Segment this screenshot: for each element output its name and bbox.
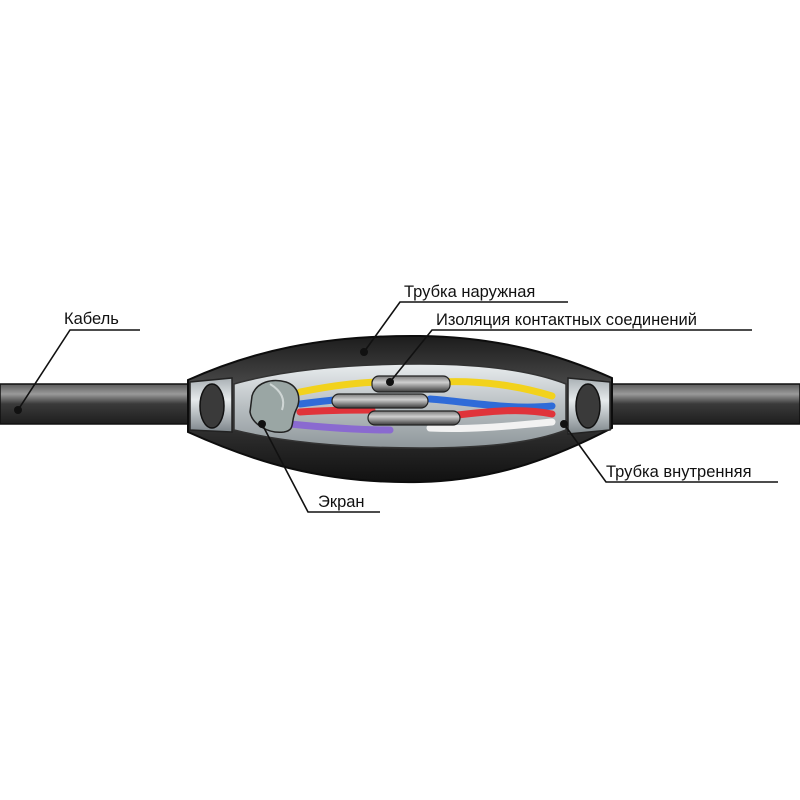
wire-white-right bbox=[426, 418, 556, 433]
connector-top bbox=[371, 375, 451, 393]
leader-contact-insulation bbox=[389, 329, 752, 383]
wire-blue-right bbox=[426, 395, 556, 411]
wire-purple-left bbox=[286, 420, 394, 434]
dot-cable bbox=[14, 406, 22, 414]
label-screen: Экран bbox=[318, 493, 365, 511]
dot-contact-insulation bbox=[386, 378, 394, 386]
leader-cable bbox=[17, 329, 140, 411]
dot-inner-tube bbox=[560, 420, 568, 428]
leader-outer-tube bbox=[363, 301, 568, 353]
label-cable: Кабель bbox=[64, 310, 119, 328]
screen-fold bbox=[269, 383, 285, 411]
leader-screen bbox=[261, 423, 380, 513]
dot-outer-tube bbox=[360, 348, 368, 356]
label-contact-insulation: Изоляция контактных соединений bbox=[436, 311, 697, 329]
collar-ring-right bbox=[575, 383, 601, 429]
label-outer-tube: Трубка наружная bbox=[404, 283, 535, 301]
leader-lines bbox=[17, 301, 778, 513]
label-inner-tube: Трубка внутренняя bbox=[606, 463, 752, 481]
connector-bottom bbox=[367, 410, 461, 426]
screen bbox=[249, 379, 300, 433]
cable-right bbox=[589, 383, 800, 425]
connector-middle bbox=[331, 393, 429, 409]
leader-dots bbox=[14, 348, 568, 428]
wire-yellow-right bbox=[436, 378, 556, 400]
wire-red-left bbox=[296, 406, 376, 416]
collar-ring-left bbox=[199, 383, 225, 429]
leader-inner-tube bbox=[563, 423, 778, 483]
dot-screen bbox=[258, 420, 266, 428]
